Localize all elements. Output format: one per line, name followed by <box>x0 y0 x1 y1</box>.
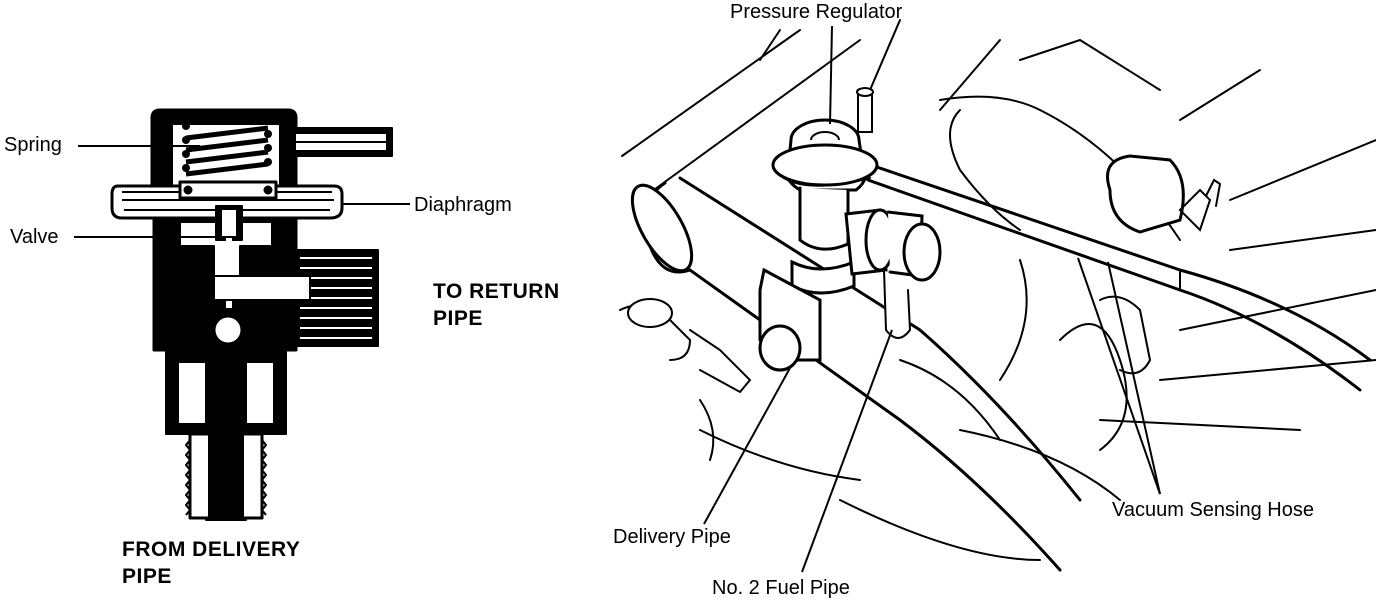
label-to-return-pipe: TO RETURN PIPE <box>433 278 560 332</box>
label-no2-fuel-pipe: No. 2 Fuel Pipe <box>712 577 850 599</box>
regulator-body <box>771 87 942 339</box>
label-valve: Valve <box>10 226 59 248</box>
label-diaphragm: Diaphragm <box>414 194 512 216</box>
label-from-delivery-pipe-line1: FROM DELIVERY <box>122 538 301 561</box>
engine-installed-view <box>619 19 1376 572</box>
left-leader-lines <box>74 145 410 238</box>
right-leader-lines <box>703 25 1161 573</box>
regulator-cross-section <box>110 108 393 521</box>
inlet-ball <box>212 314 244 346</box>
label-to-return-pipe-line1: TO RETURN <box>433 280 560 303</box>
spring-coils <box>185 125 269 177</box>
label-spring: Spring <box>4 134 62 156</box>
label-pressure-regulator: Pressure Regulator <box>730 1 903 23</box>
label-delivery-pipe: Delivery Pipe <box>613 526 731 548</box>
label-from-delivery-pipe: FROM DELIVERY PIPE <box>122 536 300 590</box>
diaphragm-plate <box>178 180 278 200</box>
label-vacuum-sensing-hose: Vacuum Sensing Hose <box>1112 499 1314 521</box>
label-from-delivery-pipe-line2: PIPE <box>122 565 172 588</box>
vacuum-hose-drawing <box>860 160 1372 392</box>
label-to-return-pipe-line2: PIPE <box>433 307 483 330</box>
